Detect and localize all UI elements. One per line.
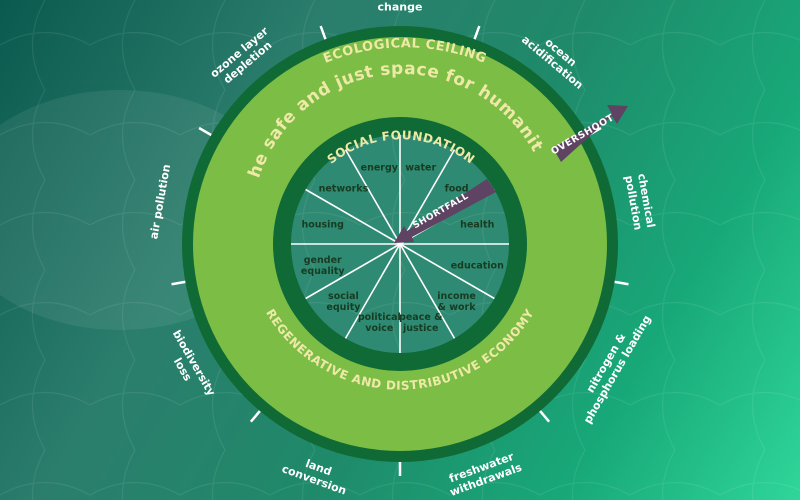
social-dimension-label-line: health	[460, 219, 494, 230]
social-dimension-label: water	[405, 163, 436, 174]
social-dimension-label: health	[460, 219, 494, 230]
social-dimension-label-line: social	[328, 291, 359, 302]
social-spoke	[344, 149, 401, 245]
social-dimension-label: education	[451, 261, 504, 272]
social-dimension-label-line: networks	[319, 183, 369, 194]
social-dimension-label-line: food	[445, 183, 469, 194]
social-spoke	[305, 188, 401, 245]
social-spoke	[399, 243, 456, 339]
social-dimension-label-line: equality	[301, 266, 345, 277]
social-dimension-label-line: peace &	[399, 312, 442, 323]
social-spoke	[399, 149, 456, 245]
social-dimension-label-line: energy	[361, 163, 399, 174]
social-spoke	[344, 243, 401, 339]
social-dimension-label: peace &justice	[399, 312, 442, 334]
social-dimension-label-line: gender	[304, 255, 342, 266]
ecological-dimension-label-line: climate	[377, 0, 423, 1]
social-dimension-label: networks	[319, 183, 369, 194]
social-spoke	[305, 243, 401, 300]
social-dimension-label-line: political	[358, 312, 401, 323]
social-dimension-label-line: income	[437, 291, 476, 302]
social-dimension-label-line: & work	[438, 302, 477, 313]
social-dimension-label-line: justice	[402, 323, 439, 334]
social-dimension-label-line: equity	[326, 302, 361, 313]
social-dimension-label-line: education	[451, 261, 504, 272]
social-dimension-label: housing	[301, 219, 344, 230]
social-dimension-label: energy	[361, 163, 399, 174]
ecological-dimension-label-line: change	[378, 1, 423, 14]
social-dimension-label-line: voice	[365, 323, 393, 334]
social-dimension-label-line: housing	[301, 219, 344, 230]
social-dimension-label: income& work	[437, 291, 476, 313]
ecological-dimension-label: climatechange	[377, 0, 423, 14]
social-dimension-label-line: water	[405, 163, 436, 174]
social-dimension-label: food	[445, 183, 469, 194]
social-spoke	[399, 243, 495, 300]
social-dimension-labels: water food health education income& workpeac…	[301, 163, 504, 334]
